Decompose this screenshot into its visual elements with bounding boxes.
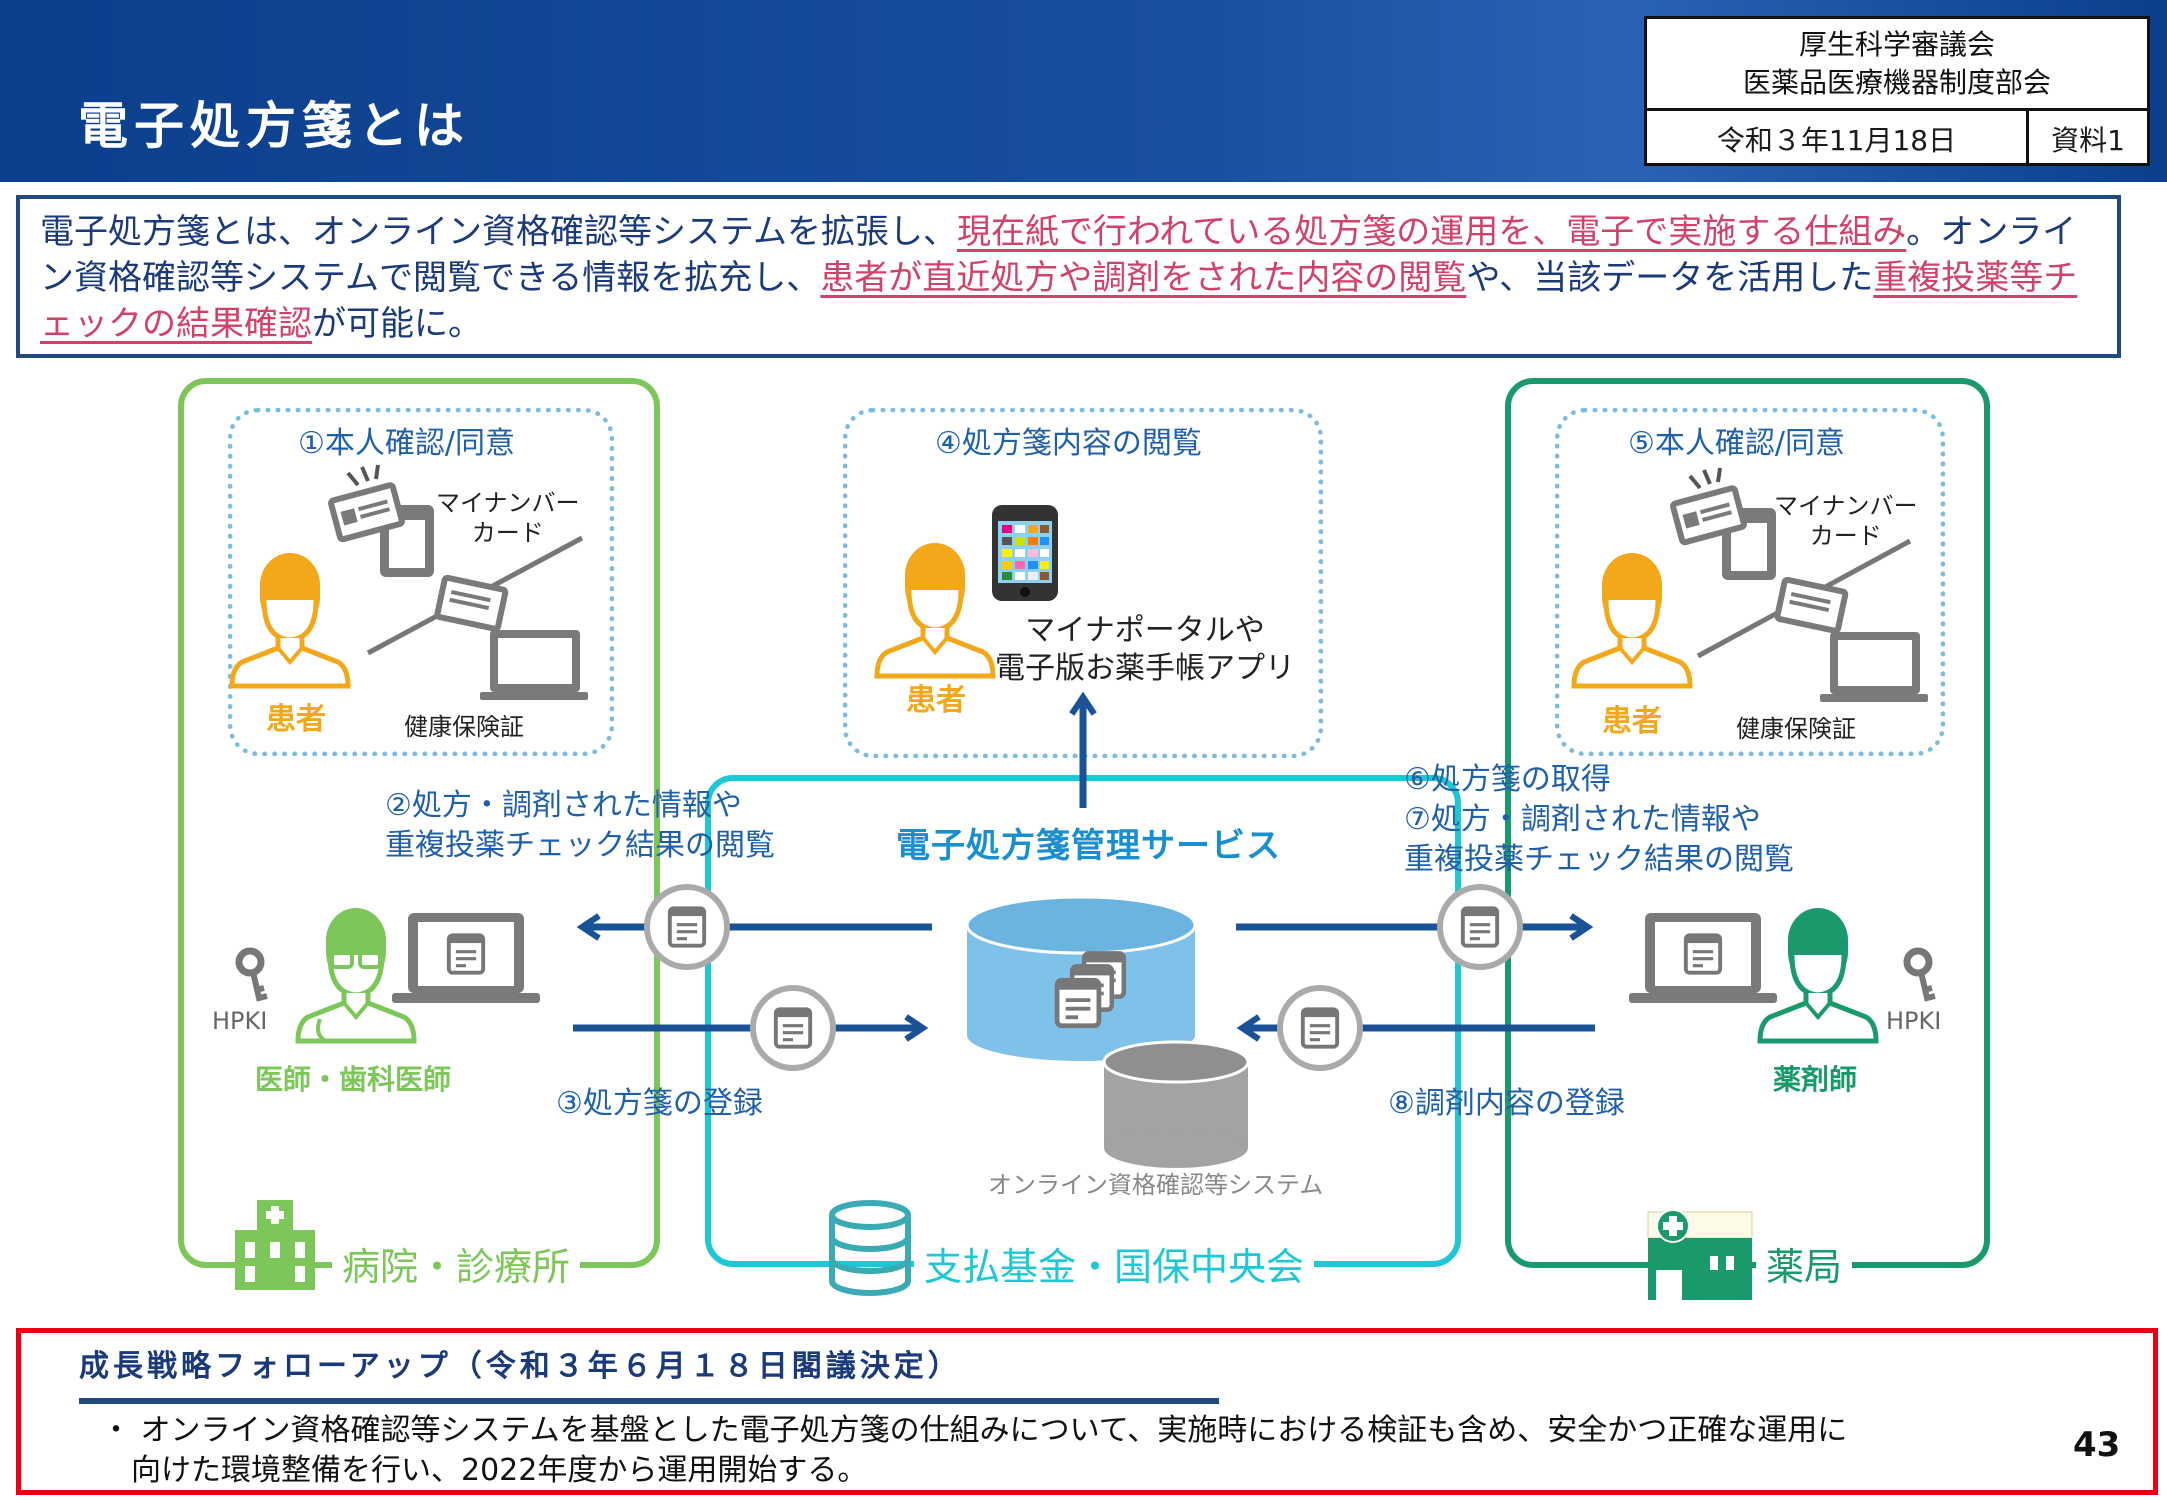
step7-line2: 重複投薬チェック結果の閲覧: [1404, 842, 1794, 877]
service-title: 電子処方箋管理サービス: [896, 826, 1281, 866]
insurance-card-icon: [1771, 573, 1930, 704]
prescription-database-icon: [965, 895, 1197, 1061]
step5-title: ⑤本人確認/同意: [1628, 426, 1846, 461]
document-circle-icon: [750, 985, 836, 1071]
patient-label: 患者: [1602, 704, 1662, 739]
key-icon: [1907, 951, 1935, 998]
key-icon: [239, 951, 267, 998]
summary-highlight: 重複投薬等チェックの結果確認: [40, 258, 2078, 344]
mynumber-label-line2: カード: [1809, 522, 1882, 550]
summary-text: や、当該データを活用した: [1466, 258, 1874, 298]
hospital-building-icon: [235, 1200, 315, 1290]
summary-text: 。オンライン資格確認等システムで閲覧できる情報を拡充し、: [40, 212, 2077, 298]
doctor-icon: [298, 908, 414, 1041]
pharmacy-building-icon: [1647, 1209, 1753, 1300]
doctor-laptop-icon: [392, 913, 540, 1003]
patient-label: 患者: [906, 683, 966, 718]
mynumber-card-label: マイナンバーカード: [436, 488, 580, 548]
step6-7-label: ⑥処方箋の取得 ⑦処方・調剤された情報や重複投薬チェック結果の閲覧: [1404, 760, 1794, 880]
insurance-card-label: 健康保険証: [1736, 715, 1856, 743]
pharmacist-laptop-icon: [1629, 913, 1777, 1003]
fund-org-label: 支払基金・国保中央会: [914, 1236, 1315, 1291]
mynumber-label-line1: マイナンバー: [436, 489, 580, 517]
council-name: 厚生科学審議会: [1798, 27, 1995, 61]
pharmacist-icon: [1760, 908, 1876, 1041]
pharmacist-label: 薬剤師: [1773, 1063, 1858, 1096]
step4-title: ④処方箋内容の閲覧: [935, 426, 1202, 461]
followup-bullet-line1: ・ オンライン資格確認等システムを基盤とした電子処方箋の仕組みについて、実施時に…: [101, 1413, 1848, 1448]
mynumber-card-label: マイナンバーカード: [1774, 491, 1918, 551]
app-label-line2: 電子版お薬手帳アプリ: [995, 651, 1295, 686]
hpki-label: HPKI: [1886, 1007, 1942, 1035]
meeting-date: 令和３年11月18日: [1647, 111, 2029, 166]
step2-label: ②処方・調剤された情報や重複投薬チェック結果の閲覧: [385, 786, 775, 866]
summary-highlight: 患者が直近処方や調剤をされた内容の閲覧: [820, 258, 1467, 298]
app-label: マイナポータルや電子版お薬手帳アプリ: [995, 612, 1295, 688]
followup-divider: [79, 1398, 1219, 1404]
meta-info-box: 厚生科学審議会 医薬品医療機器制度部会 令和３年11月18日 資料1: [1644, 16, 2150, 166]
mynumber-label-line1: マイナンバー: [1774, 492, 1918, 520]
fund-database-icon: [829, 1200, 911, 1296]
step8-label: ⑧調剤内容の登録: [1388, 1086, 1625, 1121]
online-system-label: オンライン資格確認等システム: [988, 1171, 1324, 1199]
insurance-card-icon: [431, 571, 590, 702]
step2-line1: ②処方・調剤された情報や: [385, 788, 742, 823]
document-circle-icon: [644, 884, 730, 970]
pharmacy-org-label: 薬局: [1756, 1236, 1853, 1291]
summary-text: 電子処方箋とは、オンライン資格確認等システムを拡張し、: [40, 212, 957, 252]
followup-bullet-line2: 向けた環境整備を行い、2022年度から運用開始する。: [101, 1453, 868, 1488]
mynumber-card-icon: [324, 463, 436, 579]
step6-line: ⑥処方箋の取得: [1404, 762, 1611, 797]
committee-name: 医薬品医療機器制度部会: [1742, 65, 2051, 99]
hospital-org-label: 病院・診療所: [332, 1236, 581, 1291]
step7-line1: ⑦処方・調剤された情報や: [1404, 802, 1761, 837]
document-circle-icon: [1277, 985, 1363, 1071]
online-system-database-icon: [1102, 1040, 1250, 1168]
step2-line2: 重複投薬チェック結果の閲覧: [385, 828, 775, 863]
summary-box: 電子処方箋とは、オンライン資格確認等システムを拡張し、現在紙で行われている処方箋…: [16, 195, 2121, 358]
document-id: 資料1: [2051, 123, 2125, 157]
summary-text: が可能に。: [312, 304, 482, 344]
mynumber-card-icon: [1666, 466, 1778, 582]
hpki-label: HPKI: [212, 1007, 268, 1035]
doctor-label: 医師・歯科医師: [255, 1063, 452, 1096]
page-title: 電子処方箋とは: [78, 97, 470, 155]
followup-box: 成長戦略フォローアップ（令和３年６月１８日閣議決定） ・ オンライン資格確認等シ…: [16, 1328, 2158, 1495]
insurance-card-label: 健康保険証: [404, 713, 524, 741]
page-number: 43: [2073, 1425, 2121, 1465]
patient-icon: [1574, 553, 1690, 686]
patient-icon: [877, 543, 993, 676]
followup-title: 成長戦略フォローアップ（令和３年６月１８日閣議決定）: [79, 1349, 962, 1384]
summary-highlight: 現在紙で行われている処方箋の運用を、電子で実施する仕組み: [956, 212, 1907, 252]
step1-title: ①本人確認/同意: [298, 426, 516, 461]
patient-label: 患者: [266, 702, 326, 737]
smartphone-icon: [992, 505, 1058, 601]
followup-body: ・ オンライン資格確認等システムを基盤とした電子処方箋の仕組みについて、実施時に…: [101, 1411, 2061, 1491]
document-circle-icon: [1437, 884, 1523, 970]
app-label-line1: マイナポータルや: [1025, 613, 1265, 648]
patient-icon: [232, 553, 348, 686]
mynumber-label-line2: カード: [471, 519, 544, 547]
step3-label: ③処方箋の登録: [556, 1086, 763, 1121]
